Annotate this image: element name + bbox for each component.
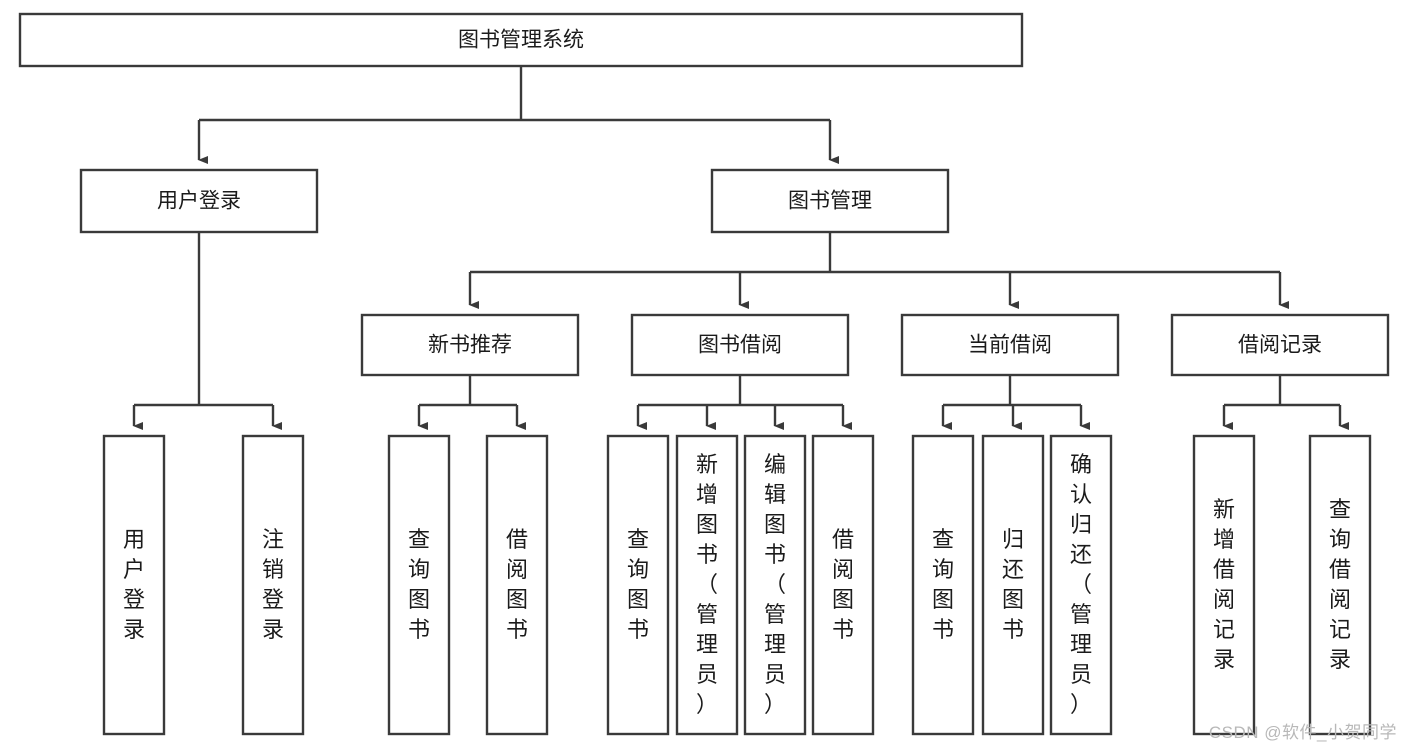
node-l-user-login[interactable]: 用户登录: [102, 434, 166, 736]
node-label-l-borrow-book-rec: 借阅图书: [506, 527, 528, 642]
node-label-l-query-book-cur: 查询图书: [932, 527, 954, 642]
node-box-n-user-login[interactable]: [79, 168, 319, 234]
node-label-l-user-login: 用户登录: [123, 527, 145, 642]
node-l-add-record[interactable]: 新增借阅记录: [1192, 434, 1256, 736]
node-n-user-login[interactable]: 用户登录: [79, 168, 319, 234]
connector-c-bookborrow-split: [636, 375, 852, 431]
node-l-query-book-rec[interactable]: 查询图书: [387, 434, 451, 736]
node-l-user-logout[interactable]: 注销登录: [241, 434, 305, 736]
node-box-l-user-logout[interactable]: [241, 434, 305, 736]
node-label-n-borrow-record: 借阅记录: [1238, 334, 1322, 357]
node-box-l-query-book-bor[interactable]: [606, 434, 670, 736]
node-box-l-confirm-return[interactable]: [1049, 434, 1113, 736]
node-label-l-confirm-return: 确认归还（管理员）: [1070, 452, 1092, 717]
node-l-confirm-return[interactable]: 确认归还（管理员）: [1049, 434, 1113, 736]
node-label-n-new-book-rec: 新书推荐: [428, 334, 512, 357]
nodes-layer: 图书管理系统用户登录图书管理新书推荐图书借阅当前借阅借阅记录用户登录注销登录查询…: [18, 12, 1390, 736]
node-label-n-book-mgmt: 图书管理: [788, 190, 872, 213]
node-box-l-query-record[interactable]: [1308, 434, 1372, 736]
node-box-l-borrow-book-bor[interactable]: [811, 434, 875, 736]
node-n-borrow-record[interactable]: 借阅记录: [1170, 313, 1390, 377]
node-l-query-record[interactable]: 查询借阅记录: [1308, 434, 1372, 736]
node-label-l-borrow-book-bor: 借阅图书: [832, 527, 854, 642]
connector-c-root-split: [197, 66, 839, 165]
node-box-l-return-book[interactable]: [981, 434, 1045, 736]
node-label-l-query-book-rec: 查询图书: [408, 527, 430, 642]
node-n-book-borrow[interactable]: 图书借阅: [630, 313, 850, 377]
node-label-l-query-book-bor: 查询图书: [627, 527, 649, 642]
node-box-n-current-borrow[interactable]: [900, 313, 1120, 377]
node-label-n-book-borrow: 图书借阅: [698, 334, 782, 357]
node-n-book-mgmt[interactable]: 图书管理: [710, 168, 950, 234]
node-box-l-query-book-cur[interactable]: [911, 434, 975, 736]
node-label-l-edit-book: 编辑图书（管理员）: [764, 452, 786, 717]
node-l-add-book[interactable]: 新增图书（管理员）: [675, 434, 739, 736]
node-l-borrow-book-rec[interactable]: 借阅图书: [485, 434, 549, 736]
node-root[interactable]: 图书管理系统: [18, 12, 1024, 68]
node-l-return-book[interactable]: 归还图书: [981, 434, 1045, 736]
connector-c-userlogin-split: [132, 232, 282, 431]
node-n-new-book-rec[interactable]: 新书推荐: [360, 313, 580, 377]
node-label-l-return-book: 归还图书: [1002, 527, 1024, 642]
node-label-n-user-login: 用户登录: [157, 190, 241, 213]
node-box-l-add-book[interactable]: [675, 434, 739, 736]
node-l-borrow-book-bor[interactable]: 借阅图书: [811, 434, 875, 736]
node-n-current-borrow[interactable]: 当前借阅: [900, 313, 1120, 377]
node-label-l-query-record: 查询借阅记录: [1329, 497, 1351, 672]
node-box-n-book-mgmt[interactable]: [710, 168, 950, 234]
node-box-root[interactable]: [18, 12, 1024, 68]
connector-c-bookmgmt-split: [468, 232, 1289, 310]
watermark-label: CSDN @软件_小贺同学: [1208, 723, 1397, 742]
node-label-root: 图书管理系统: [458, 29, 584, 52]
node-label-l-user-logout: 注销登录: [262, 527, 284, 642]
node-box-l-user-login[interactable]: [102, 434, 166, 736]
node-box-l-borrow-book-rec[interactable]: [485, 434, 549, 736]
node-l-query-book-bor[interactable]: 查询图书: [606, 434, 670, 736]
node-box-n-book-borrow[interactable]: [630, 313, 850, 377]
node-label-l-add-book: 新增图书（管理员）: [696, 452, 718, 717]
node-l-edit-book[interactable]: 编辑图书（管理员）: [743, 434, 807, 736]
node-box-l-add-record[interactable]: [1192, 434, 1256, 736]
connector-c-borrowrecord-split: [1222, 375, 1349, 431]
node-label-n-current-borrow: 当前借阅: [968, 334, 1052, 357]
node-l-query-book-cur[interactable]: 查询图书: [911, 434, 975, 736]
node-label-l-add-record: 新增借阅记录: [1213, 497, 1235, 672]
node-box-l-edit-book[interactable]: [743, 434, 807, 736]
connector-c-newbook-split: [417, 375, 526, 431]
node-box-n-new-book-rec[interactable]: [360, 313, 580, 377]
connector-c-currentborrow-split: [941, 375, 1090, 431]
connectors-layer: [132, 66, 1349, 431]
node-box-n-borrow-record[interactable]: [1170, 313, 1390, 377]
node-box-l-query-book-rec[interactable]: [387, 434, 451, 736]
